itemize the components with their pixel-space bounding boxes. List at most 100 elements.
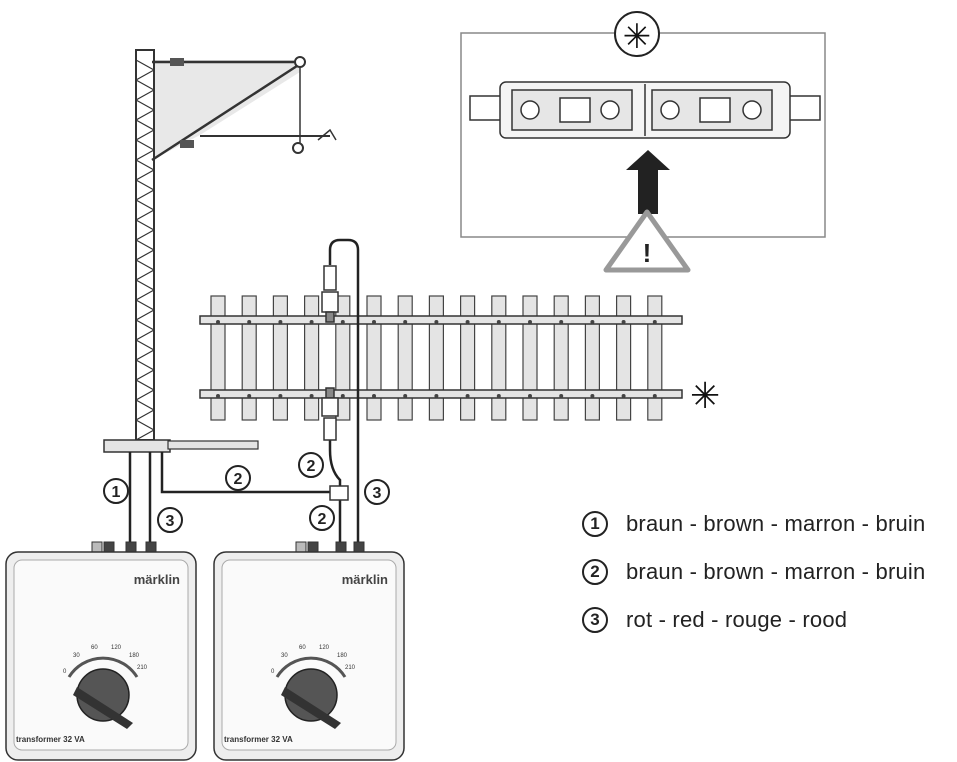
svg-text:0: 0 xyxy=(63,669,67,675)
rail-clip xyxy=(216,320,220,324)
mast-lattice xyxy=(135,69,155,81)
track-sleeper xyxy=(210,295,226,421)
svg-text:120: 120 xyxy=(111,645,122,651)
rail-clip xyxy=(372,320,376,324)
legend-item-1: 1 braun - brown - marron - bruin xyxy=(582,500,925,548)
svg-text:2: 2 xyxy=(307,458,316,475)
locomotive-underside xyxy=(469,81,821,139)
track-sleeper xyxy=(335,295,351,421)
rail-clip xyxy=(340,320,345,324)
feeder-clip-bottom xyxy=(321,387,339,441)
mast-lattice xyxy=(135,399,155,411)
svg-text:2: 2 xyxy=(234,471,243,488)
svg-text:30: 30 xyxy=(281,653,288,659)
svg-text:märklin: märklin xyxy=(134,572,180,587)
mast-lattice xyxy=(135,89,155,101)
mast-lattice xyxy=(135,99,155,111)
rail-clip xyxy=(434,320,439,324)
svg-text:120: 120 xyxy=(319,645,330,651)
mast-lattice xyxy=(135,319,155,331)
track-sleeper xyxy=(272,295,288,421)
mast-lattice xyxy=(135,199,155,211)
mast-lattice xyxy=(135,209,155,221)
rail-clip xyxy=(247,394,252,398)
track-sleeper xyxy=(647,295,663,421)
rail-clip xyxy=(621,320,626,324)
rail-clip xyxy=(465,394,470,398)
rail-clip xyxy=(465,320,470,324)
svg-text:2: 2 xyxy=(318,511,327,528)
mast-lattice xyxy=(135,179,155,191)
mast-lattice xyxy=(135,279,155,291)
svg-text:✳: ✳ xyxy=(623,18,652,56)
rail-clip xyxy=(652,394,657,398)
rail-clip xyxy=(496,394,501,398)
rail-clip xyxy=(247,320,252,324)
wire-color-legend: 1 braun - brown - marron - bruin 2 braun… xyxy=(582,500,925,644)
track-sleeper xyxy=(522,295,538,421)
mast-lattice xyxy=(135,149,155,161)
legend-item-2: 2 braun - brown - marron - bruin xyxy=(582,548,925,596)
legend-label: braun - brown - marron - bruin xyxy=(626,559,926,584)
mast-lattice xyxy=(135,379,155,391)
transformer-right: märklin 0 30 60 120 180 210 transformer … xyxy=(213,541,405,761)
mast-lattice xyxy=(135,339,155,351)
callout-1: 1 xyxy=(103,478,129,504)
catenary-mast xyxy=(103,49,337,453)
rail-clip xyxy=(278,320,283,324)
mast-lattice xyxy=(135,129,155,141)
mast-lattice xyxy=(135,229,155,241)
rail-clip xyxy=(528,394,532,398)
legend-number: 2 xyxy=(582,559,608,585)
svg-text:märklin: märklin xyxy=(342,572,388,587)
mast-lattice xyxy=(135,409,155,421)
callout-3: 3 xyxy=(364,479,390,505)
svg-text:3: 3 xyxy=(373,485,382,502)
mast-lattice xyxy=(135,359,155,371)
track-sleeper xyxy=(366,295,382,421)
mast-lattice xyxy=(135,289,155,301)
track-sleeper xyxy=(304,295,320,421)
svg-text:0: 0 xyxy=(271,669,275,675)
rail-clip xyxy=(559,320,564,324)
svg-text:180: 180 xyxy=(337,653,348,659)
rail-clip xyxy=(340,394,345,398)
mast-lattice xyxy=(135,349,155,361)
mast-lattice xyxy=(135,139,155,151)
warning-icon: ! xyxy=(643,238,652,268)
mast-lattice xyxy=(135,269,155,281)
mast-lattice xyxy=(135,219,155,231)
mast-lattice xyxy=(135,329,155,341)
rail-clip xyxy=(216,394,220,398)
legend-number: 3 xyxy=(582,607,608,633)
wires xyxy=(128,238,360,548)
rail-clip xyxy=(372,394,376,398)
rail-clip xyxy=(590,320,595,324)
callout-2: 2 xyxy=(309,505,335,531)
star-marker: ✳ xyxy=(690,375,720,416)
rail-clip xyxy=(652,320,657,324)
track-sleeper xyxy=(241,295,257,421)
svg-text:transformer 32 VA: transformer 32 VA xyxy=(224,735,293,744)
rail-clip xyxy=(403,320,408,324)
rail-clip xyxy=(621,394,626,398)
mast-lattice xyxy=(135,429,155,441)
mast-lattice xyxy=(135,159,155,171)
callout-2: 2 xyxy=(225,465,251,491)
rail-clip xyxy=(559,394,564,398)
rail-clip xyxy=(309,394,314,398)
rail-clip xyxy=(309,320,314,324)
mast-lattice xyxy=(135,299,155,311)
legend-item-3: 3 rot - red - rouge - rood xyxy=(582,596,925,644)
transformer-left: märklin 0 30 60 120 180 210 transformer … xyxy=(5,541,197,761)
mast-lattice xyxy=(135,79,155,91)
mast-lattice xyxy=(135,389,155,401)
svg-text:60: 60 xyxy=(299,645,306,651)
feeder-clip-top xyxy=(321,265,339,323)
mast-lattice xyxy=(135,119,155,131)
mast-lattice xyxy=(135,169,155,181)
track-sleeper xyxy=(491,295,507,421)
track-sleeper xyxy=(397,295,413,421)
legend-number: 1 xyxy=(582,511,608,537)
